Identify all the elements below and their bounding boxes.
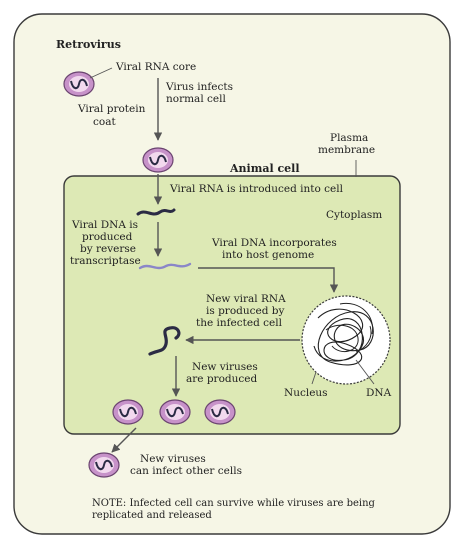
leader-dna: [355, 359, 375, 385]
released-virus: [88, 452, 120, 478]
label-virus-infects-1: Virus infects: [165, 81, 233, 93]
label-dna-incorporates-1: Viral DNA incorporates: [211, 237, 337, 249]
leader-rna-core: [89, 67, 113, 79]
new-viral-rna: [148, 326, 181, 356]
label-rna-introduced: Viral RNA is introduced into cell: [169, 183, 344, 195]
label-viral-protein-coat-2: coat: [93, 116, 116, 128]
label-new-viruses-infect-2: can infect other cells: [130, 465, 242, 477]
label-new-viruses-infect-1: New viruses: [140, 453, 206, 465]
label-new-rna-2: is produced by: [206, 305, 285, 317]
label-animal-cell: Animal cell: [229, 162, 300, 175]
label-plasma-membrane-1: Plasma: [330, 132, 368, 144]
retrovirus-particle: [63, 71, 95, 97]
label-new-viruses-produced-1: New viruses: [192, 361, 258, 373]
new-virus-2: [159, 399, 191, 425]
note-line-2: replicated and released: [92, 510, 212, 521]
label-nucleus: Nucleus: [284, 387, 328, 399]
label-viral-dna-4: transcriptase: [70, 255, 141, 267]
label-viral-dna-3: by reverse: [80, 243, 136, 255]
viral-rna-strand: [136, 208, 176, 216]
label-viral-dna-1: Viral DNA is: [71, 219, 138, 231]
label-cytoplasm: Cytoplasm: [326, 209, 382, 221]
label-retrovirus: Retrovirus: [56, 38, 121, 51]
label-plasma-membrane-2: membrane: [318, 144, 375, 156]
label-viral-rna-core: Viral RNA core: [115, 61, 196, 73]
label-new-viruses-produced-2: are produced: [186, 373, 257, 385]
label-dna-incorporates-2: into host genome: [222, 249, 314, 261]
label-new-rna-3: the infected cell: [196, 317, 283, 329]
arrow-integration: [198, 267, 339, 293]
viral-dna-strand: [138, 262, 192, 270]
note-line-1: NOTE: Infected cell can survive while vi…: [92, 498, 376, 509]
label-new-rna-1: New viral RNA: [206, 293, 286, 305]
new-virus-1: [112, 399, 144, 425]
entering-virus: [142, 147, 174, 173]
label-viral-dna-2: produced: [82, 231, 133, 243]
host-dna-coil: [313, 308, 374, 366]
leader-nucleus: [311, 371, 317, 385]
nucleus: [301, 295, 391, 385]
label-virus-infects-2: normal cell: [166, 93, 226, 105]
arrow-release: [111, 427, 137, 453]
new-virus-3: [204, 399, 236, 425]
label-dna: DNA: [366, 387, 392, 399]
label-viral-protein-coat-1: Viral protein: [77, 103, 146, 115]
